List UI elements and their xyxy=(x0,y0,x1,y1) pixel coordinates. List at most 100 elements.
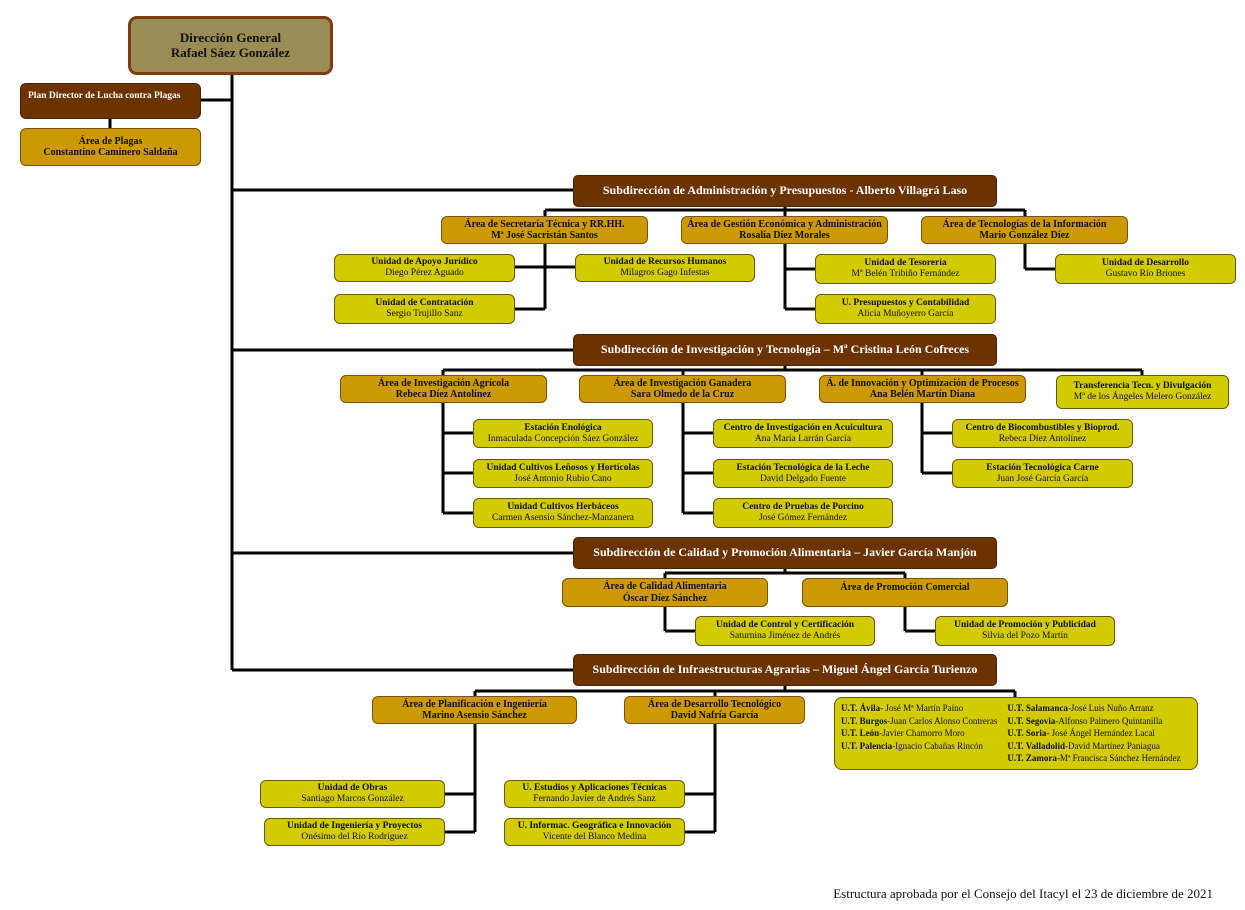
ut-place: U.T. Valladolid xyxy=(1007,740,1065,751)
box-name: Diego Pérez Aguado xyxy=(385,268,464,278)
box-title: Área de Promoción Comercial xyxy=(840,582,970,593)
box-name: Rafael Sáez González xyxy=(170,44,291,60)
area-investigacion-ganadera: Área de Investigación Ganadera Sara Olme… xyxy=(579,375,786,403)
box-title: Subdirección de Administración y Presupu… xyxy=(602,183,968,198)
unidad-presupuestos-contabilidad: U. Presupuestos y Contabilidad Alicia Mu… xyxy=(815,294,996,324)
box-name: Inmaculada Concepción Sáez González xyxy=(487,433,639,444)
box-name: Onésimo del Río Rodríguez xyxy=(301,832,408,842)
box-name: Sara Olmedo de la Cruz xyxy=(630,389,735,400)
box-title: Área de Investigación Ganadera xyxy=(613,377,752,389)
ut-left-column: U.T. Ávila- José Mª Martín Paíno U.T. Bu… xyxy=(841,702,997,765)
unidad-tesoreria: Unidad de Tesorería Mª Belén Tribiño Fer… xyxy=(815,254,996,284)
unidad-contratacion: Unidad de Contratación Sergio Trujillo S… xyxy=(334,294,515,324)
box-title: U. Presupuestos y Contabilidad xyxy=(841,298,970,309)
box-title: Unidad Cultivos Herbáceos xyxy=(507,502,619,513)
box-title: Centro de Investigación en Acuicultura xyxy=(723,422,883,433)
box-title: Área de Investigación Agrícola xyxy=(377,377,510,389)
box-title: Unidad de Tesorería xyxy=(864,258,947,269)
box-title: Dirección General xyxy=(179,29,282,45)
box-title: Unidad de Recursos Humanos xyxy=(603,257,727,268)
box-name: Alicia Muñoyerro García xyxy=(857,309,954,319)
direccion-general-box: Dirección General Rafael Sáez González xyxy=(128,16,333,75)
box-name: Mario González Díez xyxy=(979,230,1070,241)
estacion-enologica: Estación Enológica Inmaculada Concepción… xyxy=(473,419,653,448)
area-tecnologias-informacion: Área de Tecnologías de la Información Ma… xyxy=(921,216,1128,244)
box-name: Sergio Trujillo Sanz xyxy=(386,309,463,319)
box-name: José Antonio Rubio Cano xyxy=(514,473,612,484)
box-title: Unidad de Apoyo Jurídico xyxy=(371,257,478,268)
area-investigacion-agricola: Área de Investigación Agrícola Rebeca Dí… xyxy=(340,375,547,403)
ut-item: U.T. Soria- José Ángel Hernández Lacal xyxy=(1007,727,1180,740)
area-promocion-comercial: Área de Promoción Comercial xyxy=(802,578,1008,607)
box-name: Vicente del Blanco Medina xyxy=(542,832,647,842)
box-title: Área de Desarrollo Tecnológico xyxy=(647,698,782,710)
box-name: Mª de los Ángeles Melero González xyxy=(1073,392,1212,402)
plan-director-box: Plan Director de Lucha contra Plagas xyxy=(20,83,201,119)
box-title: Área de Calidad Alimentaria xyxy=(603,581,727,592)
box-name: Fernando Javier de Andrés Sanz xyxy=(533,794,656,804)
approval-footnote: Estructura aprobada por el Consejo del I… xyxy=(833,886,1213,901)
area-calidad-alimentaria: Área de Calidad Alimentaria Óscar Díez S… xyxy=(562,578,768,607)
subdireccion-administracion: Subdirección de Administración y Presupu… xyxy=(573,175,997,207)
ut-person: -Javier Chamorro Moro xyxy=(879,728,965,739)
box-title: Área de Gestión Económica y Administraci… xyxy=(687,218,882,230)
ut-item: U.T. Valladolid-David Martínez Paniagua xyxy=(1007,740,1180,753)
centro-biocombustibles: Centro de Biocombustibles y Bioprod. Reb… xyxy=(952,419,1133,448)
box-name: Juan José García García xyxy=(996,473,1089,484)
ut-place: U.T. Palencia xyxy=(841,740,893,751)
area-innovacion-procesos: Á. de Innovación y Optimización de Proce… xyxy=(819,375,1026,403)
ut-place: U.T. Soria xyxy=(1007,728,1047,739)
box-name: Rosalía Díez Morales xyxy=(739,230,830,241)
box-name: Carmen Asensio Sánchez-Manzanera xyxy=(492,513,634,523)
ut-item: U.T. Segovia-Alfonso Palmero Quintanilla xyxy=(1007,715,1180,728)
box-title: Subdirección de Calidad y Promoción Alim… xyxy=(593,545,977,560)
box-name: Rebeca Díez Antolínez xyxy=(998,433,1087,444)
unidad-control-certificacion: Unidad de Control y Certificación Saturn… xyxy=(695,616,875,646)
ut-person: -Mª Francisca Sánchez Hernández xyxy=(1056,753,1181,764)
box-name: Saturnina Jiménez de Andrés xyxy=(729,631,841,641)
unidad-promocion-publicidad: Unidad de Promoción y Publicidad Silvia … xyxy=(935,616,1115,646)
subdireccion-investigacion: Subdirección de Investigación y Tecnolog… xyxy=(573,334,997,366)
unidad-cultivos-lenosos: Unidad Cultivos Leñosos y Hortícolas Jos… xyxy=(473,459,653,488)
box-title: Centro de Biocombustibles y Bioprod. xyxy=(965,422,1120,433)
box-name: Mª Belén Tribiño Fernández xyxy=(851,269,960,279)
box-title: Unidad de Contratación xyxy=(375,298,474,309)
ut-person: -José Luis Nuño Arranz xyxy=(1067,703,1154,713)
ut-place: U.T. Ávila xyxy=(841,703,881,713)
box-name: Constantino Caminero Saldaña xyxy=(43,147,178,158)
box-name: David Nafría García xyxy=(670,710,759,721)
box-title: Plan Director de Lucha contra Plagas xyxy=(28,90,181,101)
unidad-apoyo-juridico: Unidad de Apoyo Jurídico Diego Pérez Agu… xyxy=(334,254,515,282)
estacion-leche: Estación Tecnológica de la Leche David D… xyxy=(713,459,893,488)
ut-item: U.T. Zamora-Mª Francisca Sánchez Hernánd… xyxy=(1007,752,1180,765)
box-title: Área de Plagas xyxy=(78,135,143,147)
box-title: U. Informac. Geográfica e Innovación xyxy=(517,821,672,832)
box-name: Rebeca Díez Antolínez xyxy=(395,389,492,400)
unidad-cultivos-herbaceos: Unidad Cultivos Herbáceos Carmen Asensio… xyxy=(473,498,653,528)
area-secretaria-tecnica: Área de Secretaría Técnica y RR.HH. Mª J… xyxy=(441,216,648,244)
centro-acuicultura: Centro de Investigación en Acuicultura A… xyxy=(713,419,893,448)
box-title: Subdirección de Investigación y Tecnolog… xyxy=(600,342,970,357)
box-name: Óscar Díez Sánchez xyxy=(622,592,708,604)
unidad-desarrollo: Unidad de Desarrollo Gustavo Río Briones xyxy=(1055,254,1236,284)
ut-item: U.T. Ávila- José Mª Martín Paíno xyxy=(841,702,997,715)
box-name: Gustavo Río Briones xyxy=(1105,269,1186,279)
ut-right-column: U.T. Salamanca-José Luis Nuño Arranz U.T… xyxy=(1007,702,1180,765)
ut-item: U.T. Palencia-Ignacio Cabañas Rincón xyxy=(841,740,997,753)
unidad-ingenieria-proyectos: Unidad de Ingeniería y Proyectos Onésimo… xyxy=(264,818,445,846)
ut-person: - José Mª Martín Paíno xyxy=(880,703,964,713)
box-title: Unidad de Obras xyxy=(317,783,388,794)
box-name: Ana Belén Martín Diana xyxy=(869,389,976,400)
ut-place: U.T. Segovia xyxy=(1007,715,1056,726)
unidad-obras: Unidad de Obras Santiago Marcos González xyxy=(260,780,445,808)
subdireccion-calidad: Subdirección de Calidad y Promoción Alim… xyxy=(573,537,997,569)
area-planificacion-ingenieria: Área de Planificación e Ingeniería Marin… xyxy=(372,696,577,724)
area-desarrollo-tecnologico: Área de Desarrollo Tecnológico David Naf… xyxy=(624,696,805,724)
ut-person: -Alfonso Palmero Quintanilla xyxy=(1055,715,1163,726)
unidades-territoriales-box: U.T. Ávila- José Mª Martín Paíno U.T. Bu… xyxy=(834,697,1198,770)
box-title: Centro de Pruebas de Porcino xyxy=(742,502,864,513)
box-title: Área de Planificación e Ingeniería xyxy=(402,698,547,710)
unidad-recursos-humanos: Unidad de Recursos Humanos Milagros Gago… xyxy=(575,254,755,282)
box-title: Transferencia Tecn. y Divulgación xyxy=(1073,381,1212,392)
